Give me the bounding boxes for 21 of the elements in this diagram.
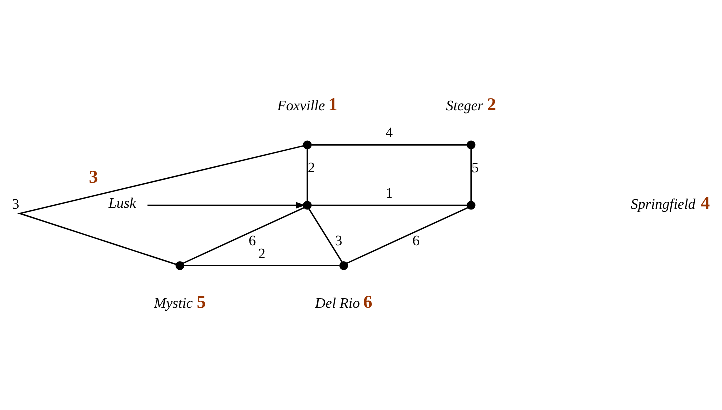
edge-label: 3 [335, 232, 343, 249]
node-label: Springfield [631, 196, 696, 213]
node-label: 3 [89, 166, 98, 186]
node-label: Mystic [154, 295, 194, 312]
node-label: Foxville [278, 98, 326, 114]
edge-label: 6 [248, 232, 256, 249]
edge-label: 3 [12, 196, 20, 212]
edge-label: 4 [386, 125, 394, 142]
node-label: 1 [328, 94, 338, 114]
node-label: Steger [446, 98, 484, 114]
edge-label: 2 [258, 246, 266, 262]
node-label: 4 [701, 192, 710, 213]
edge-label: 5 [472, 160, 480, 176]
node-label: 5 [196, 291, 206, 312]
node-label: Del Rio [315, 295, 360, 312]
node-label: 6 [364, 291, 373, 312]
node-text: Lusk [108, 196, 136, 212]
edge-label: 6 [412, 232, 420, 249]
edge-label: 2 [308, 160, 316, 176]
node-label: 2 [487, 94, 496, 114]
edge-label: 1 [386, 186, 394, 202]
